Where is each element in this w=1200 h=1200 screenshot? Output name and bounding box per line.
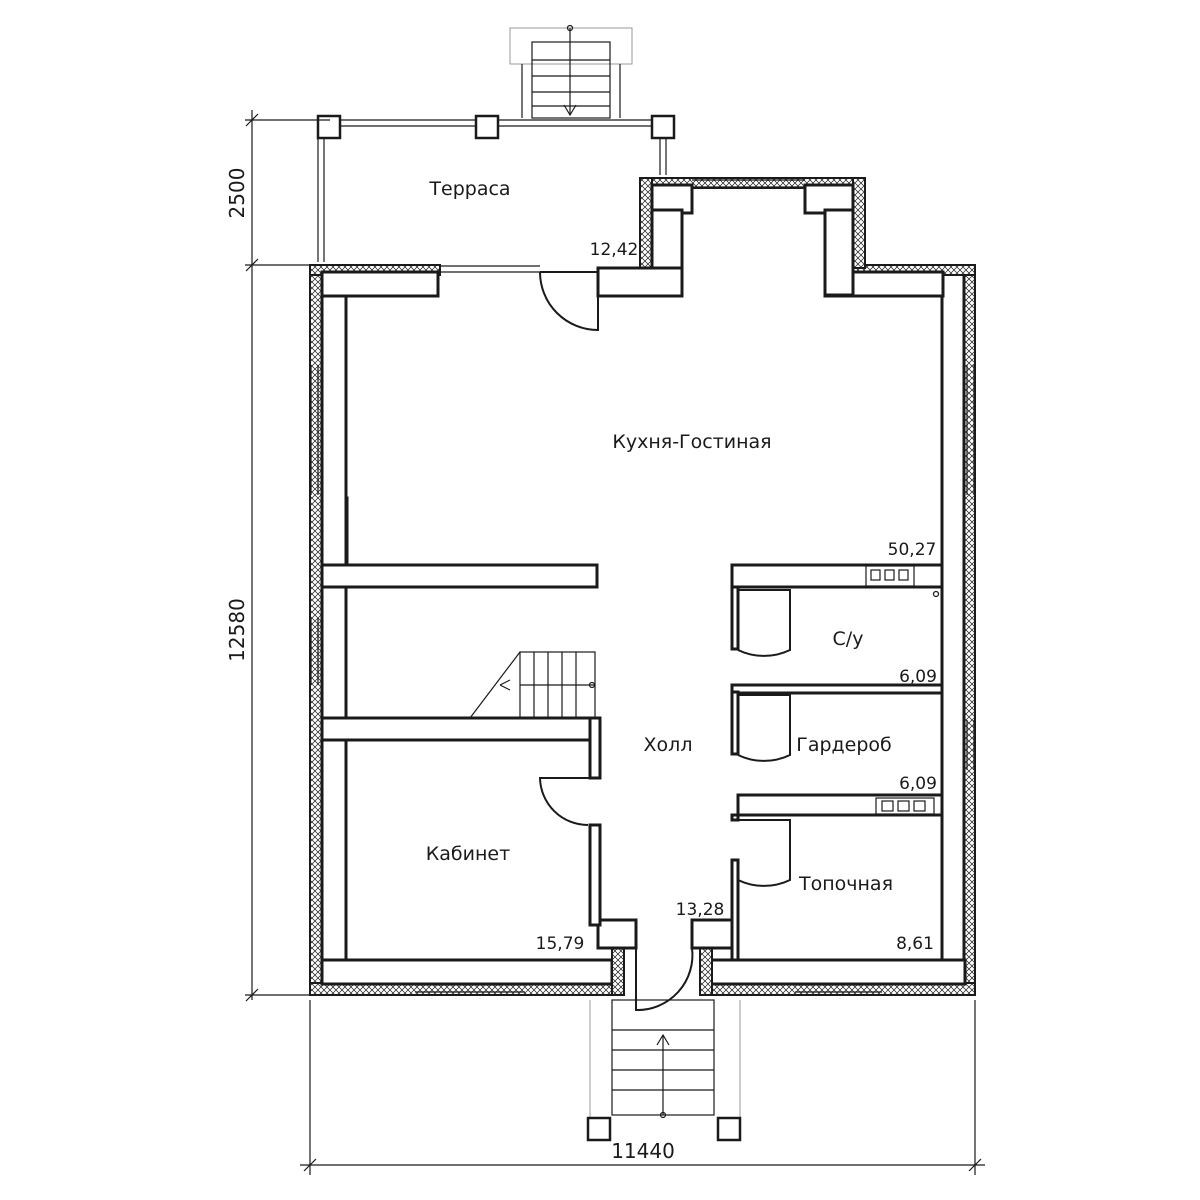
porch-column bbox=[716, 1116, 742, 1142]
terrace-name: Терраса bbox=[428, 178, 510, 200]
hall-name: Холл bbox=[644, 734, 693, 756]
terrace-depth-dimension: 2500 bbox=[225, 168, 249, 219]
interior-walls bbox=[320, 496, 944, 962]
office-area: 15,79 bbox=[536, 934, 585, 954]
house-depth-dimension: 12580 bbox=[225, 598, 249, 662]
bathroom-name: С/у bbox=[833, 628, 864, 650]
dimension-lines bbox=[245, 110, 985, 1175]
living-name: Кухня-Гостиная bbox=[612, 431, 771, 453]
porch-column bbox=[586, 1116, 612, 1142]
terrace-column bbox=[650, 114, 676, 140]
living-area: 50,27 bbox=[888, 540, 937, 560]
terrace-stair bbox=[509, 24, 633, 119]
office-name: Кабинет bbox=[426, 843, 510, 865]
interior-stair bbox=[469, 651, 596, 719]
terrace-column bbox=[474, 114, 500, 140]
windows bbox=[310, 179, 975, 993]
bathroom-area: 6,09 bbox=[899, 667, 937, 687]
entrance-stair bbox=[589, 999, 741, 1120]
boiler-area: 8,61 bbox=[896, 934, 934, 954]
house-width-dimension: 11440 bbox=[611, 1139, 675, 1163]
boiler-name: Топочная bbox=[798, 873, 893, 895]
terrace-area: 12,42 bbox=[590, 240, 639, 260]
exterior-walls bbox=[309, 177, 976, 996]
dimension-labels: 2500 12580 11440 bbox=[225, 168, 675, 1163]
wardrobe-area: 6,09 bbox=[899, 774, 937, 794]
fixtures bbox=[865, 565, 940, 815]
wardrobe-name: Гардероб bbox=[796, 734, 892, 756]
hall-area: 13,28 bbox=[676, 900, 725, 920]
doors bbox=[538, 271, 791, 1012]
room-labels: Терраса 12,42 Кухня-Гостиная 50,27 С/у 6… bbox=[426, 178, 937, 954]
terrace-column bbox=[316, 114, 342, 140]
terrace bbox=[316, 114, 742, 1142]
